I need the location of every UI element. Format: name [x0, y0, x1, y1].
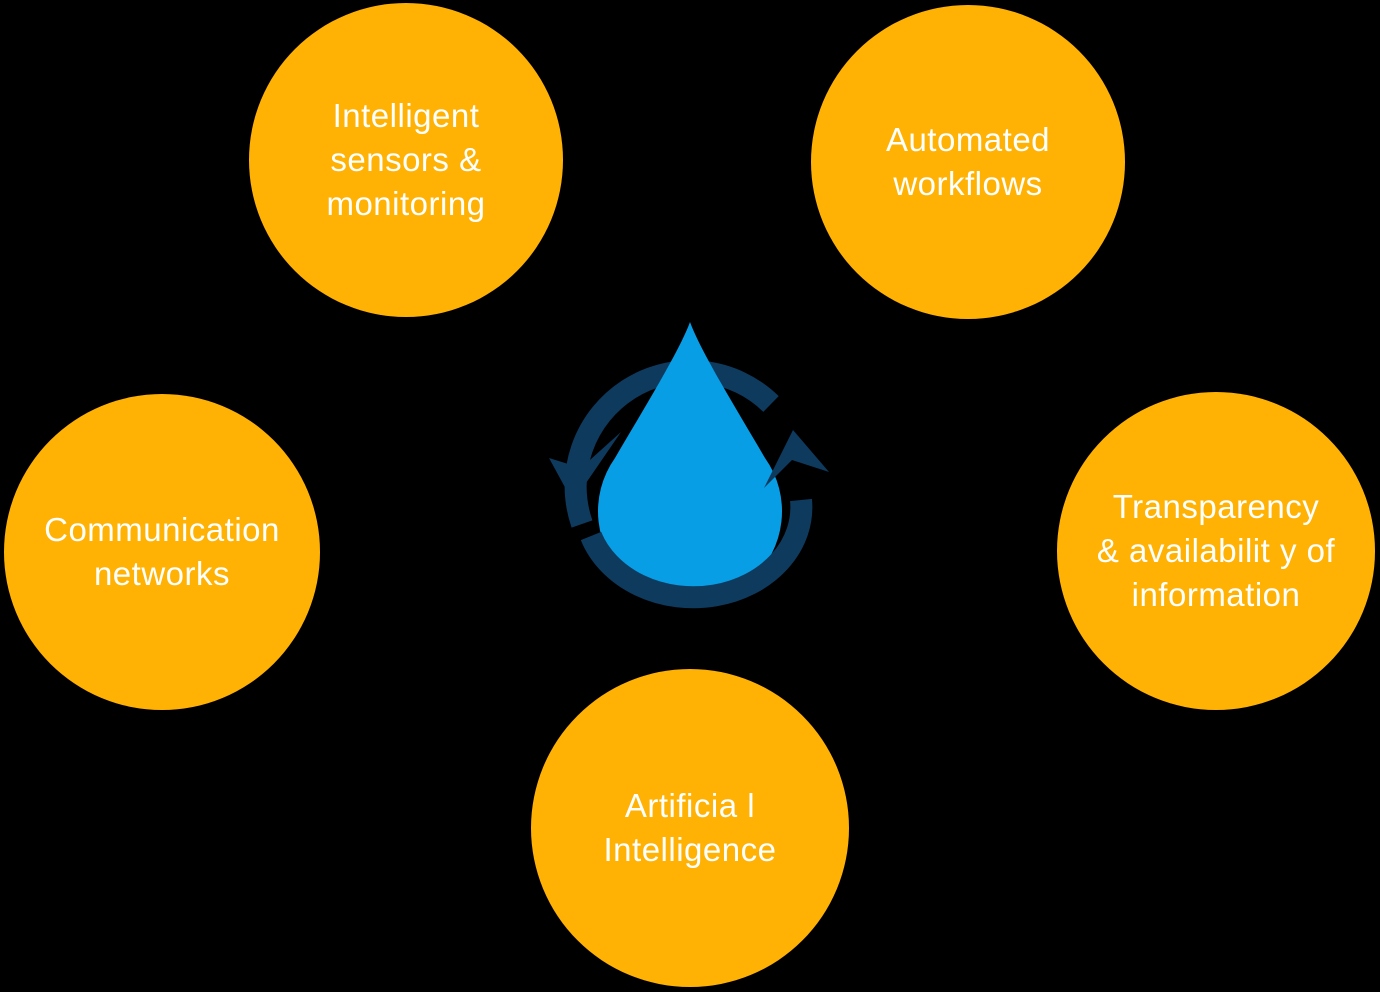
water-drop-cycle-icon	[549, 322, 829, 609]
node-communication-networks: Communication networks	[4, 394, 320, 710]
cycle-arrow-bottom-arc	[580, 498, 813, 609]
cycle-arrow-right-arrowhead	[764, 430, 829, 488]
cycle-arrow-left-arrowhead	[549, 432, 621, 502]
node-transparency-availability-information: Transparency & availabilit y of informat…	[1057, 392, 1375, 710]
node-label-artificial-intelligence: Artificia l Intelligence	[603, 787, 777, 868]
node-intelligent-sensors-monitoring: Intelligent sensors & monitoring	[249, 3, 563, 317]
node-artificial-intelligence: Artificia l Intelligence	[531, 669, 849, 987]
water-drop-shape	[598, 322, 782, 604]
node-label-intelligent-sensors-monitoring: Intelligent sensors & monitoring	[326, 97, 486, 222]
node-label-automated-workflows: Automated workflows	[885, 121, 1051, 202]
node-label-transparency-availability-information: Transparency & availabilit y of informat…	[1096, 488, 1336, 613]
node-automated-workflows: Automated workflows	[811, 5, 1125, 319]
node-label-communication-networks: Communication networks	[44, 511, 280, 592]
